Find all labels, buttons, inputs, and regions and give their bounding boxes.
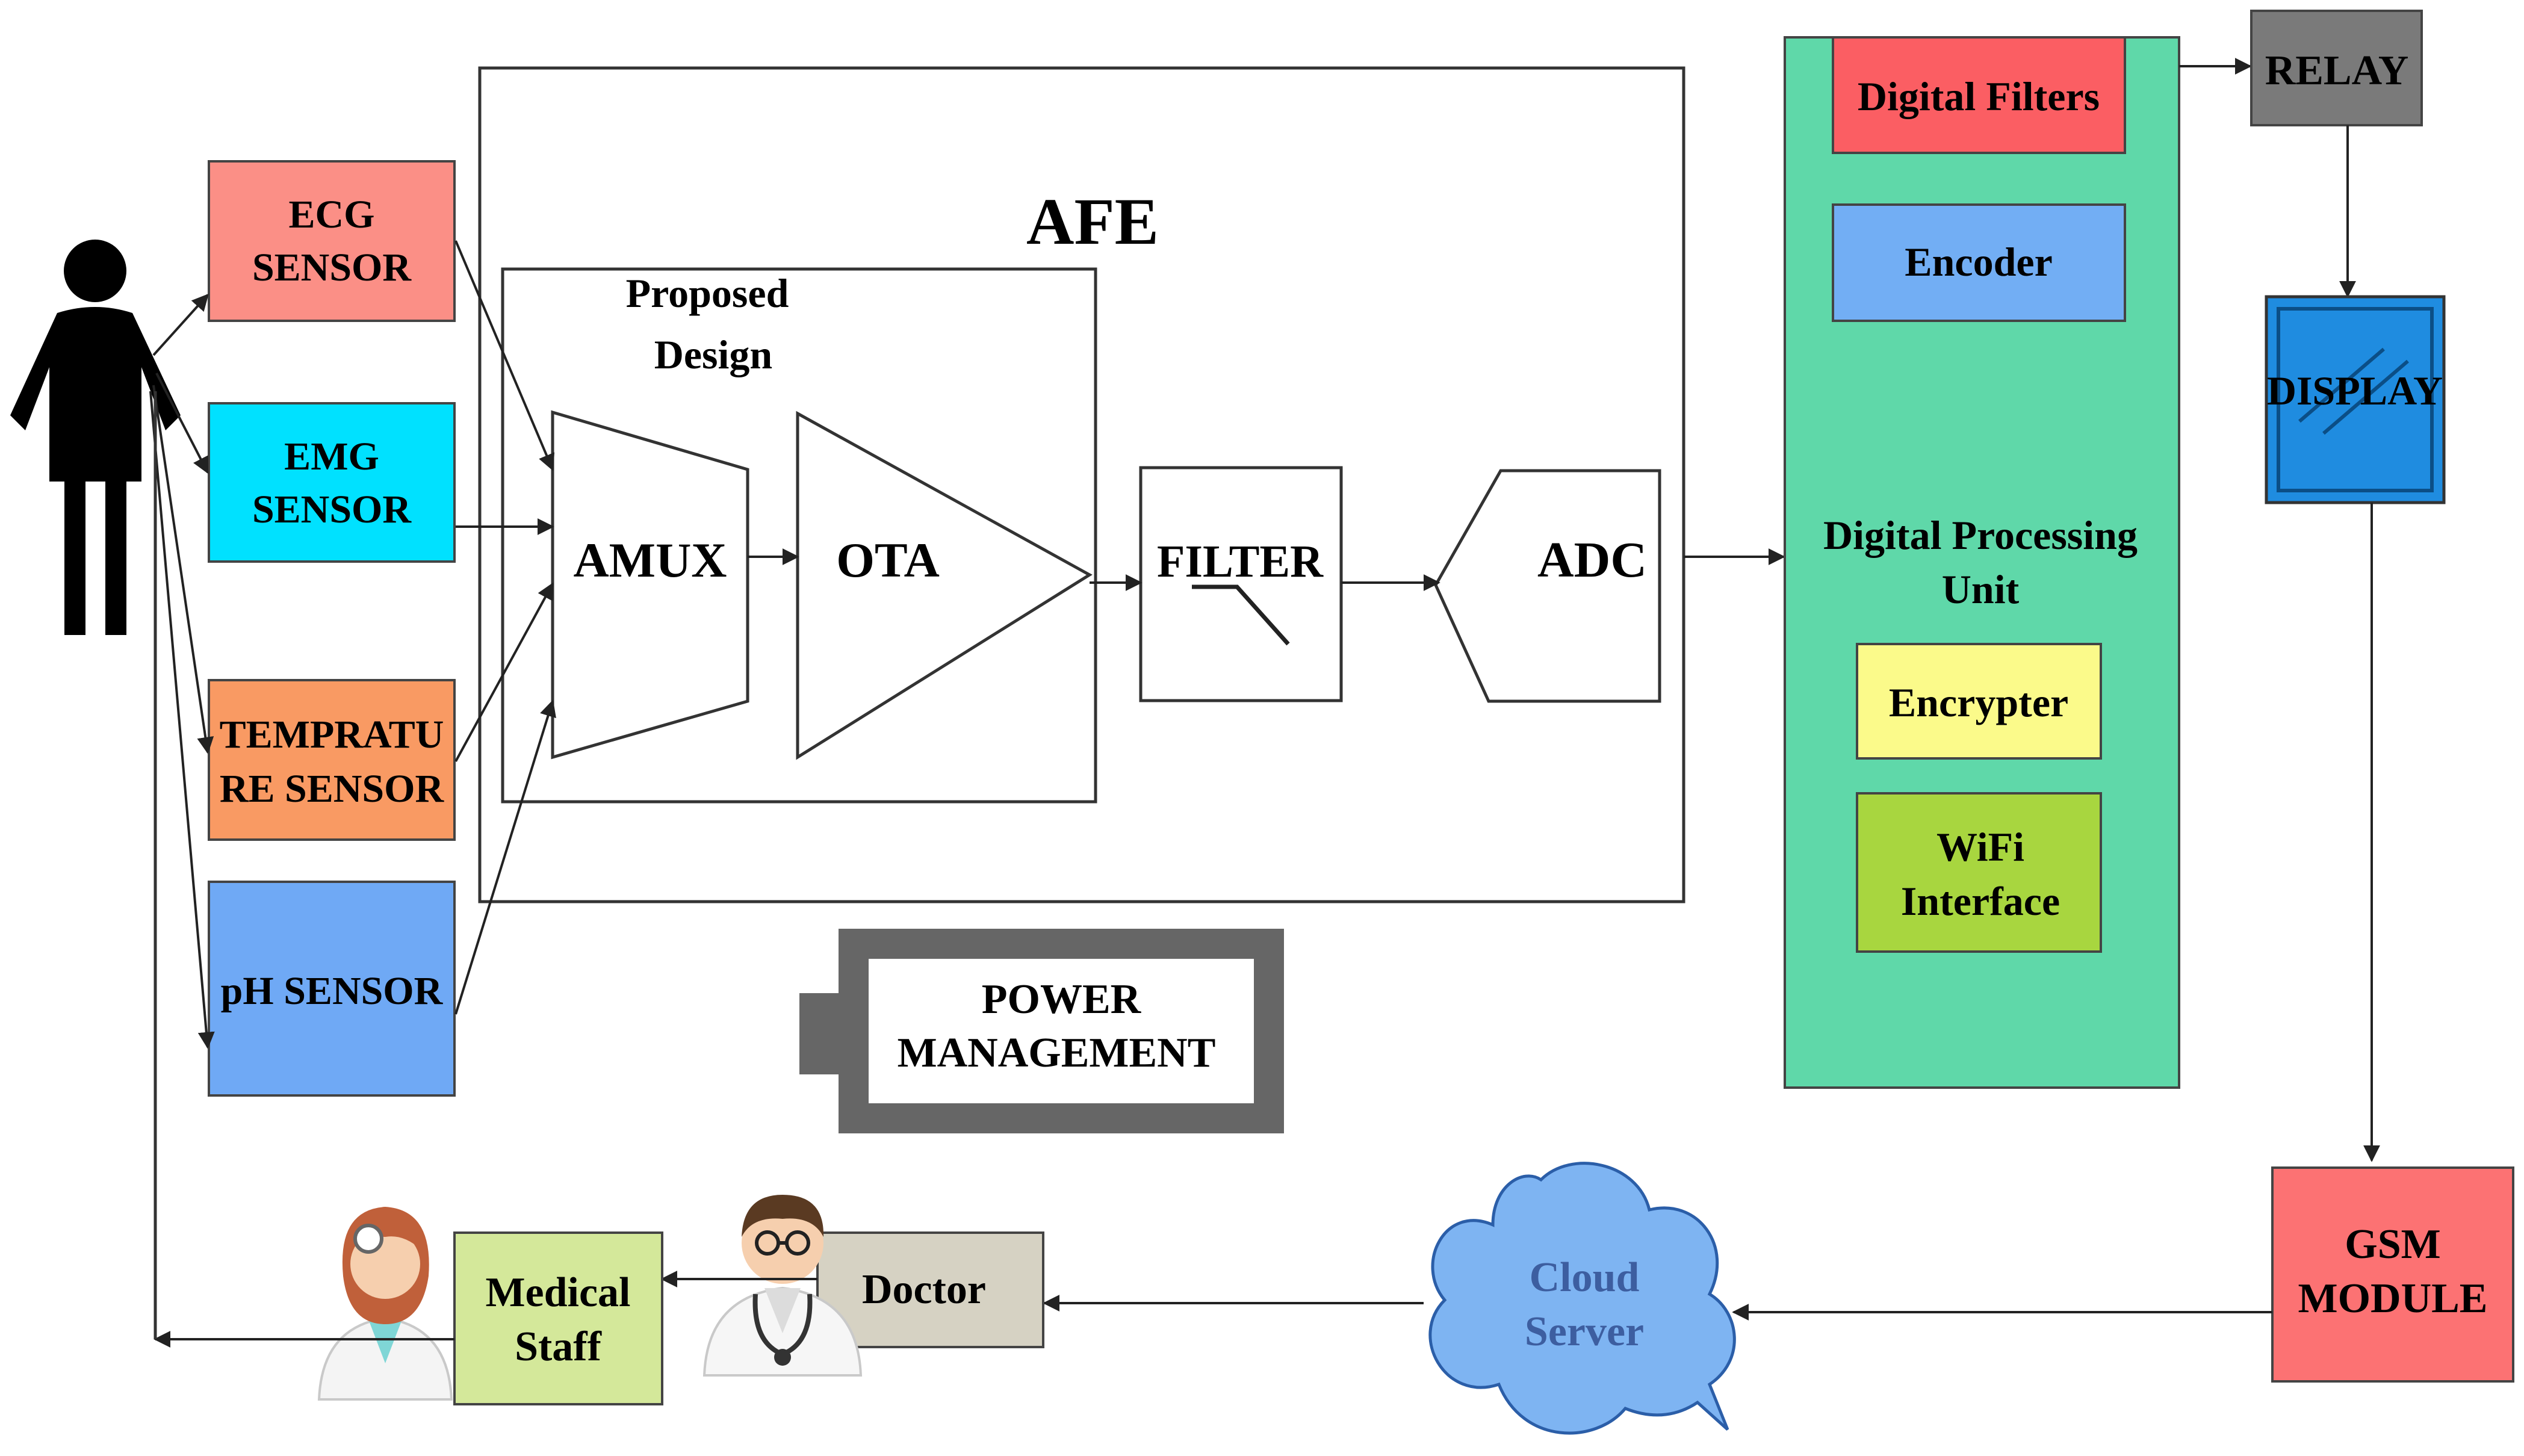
doctor-block: Doctor <box>816 1231 1044 1348</box>
emg-sensor-label-2: SENSOR <box>252 488 412 531</box>
adc-label: ADC <box>1537 532 1647 588</box>
afe-block <box>478 66 1685 903</box>
cloud-server-icon: Cloud Server <box>1428 1162 1736 1435</box>
emg-sensor-block: EMG SENSOR <box>208 402 456 563</box>
gsm-label-1: GSM <box>2345 1221 2440 1268</box>
dpu-title-1: Digital Processing <box>1823 512 2138 558</box>
temperature-sensor-block: TEMPRATU RE SENSOR <box>208 679 456 841</box>
person-to-sensor-arrows <box>149 293 215 1049</box>
ota-label: OTA <box>836 533 940 587</box>
cloud-label-2: Server <box>1525 1309 1644 1355</box>
medical-staff-block: Medical Staff <box>453 1231 663 1405</box>
patient-icon <box>10 240 181 635</box>
proposed-design-block <box>501 267 1097 804</box>
ota-block: OTA <box>796 410 1093 760</box>
display-block: DISPLAY <box>2265 295 2446 504</box>
encrypter-block <box>1856 643 2102 760</box>
digital-filters-block <box>1832 36 2126 154</box>
sensor-to-amux-arrows <box>454 240 556 1015</box>
doctor-avatar-icon <box>702 1195 863 1377</box>
proposed-design-label-2: Design <box>654 332 772 377</box>
adc-block: ADC <box>1434 469 1661 703</box>
encoder-block <box>1832 203 2126 322</box>
filter-block: FILTER <box>1139 466 1343 702</box>
ecg-sensor-block: ECG SENSOR <box>208 160 456 322</box>
ph-sensor-label: pH SENSOR <box>221 969 444 1013</box>
afe-title: AFE <box>1026 185 1159 258</box>
cloud-label-1: Cloud <box>1530 1254 1640 1301</box>
staff-label-1: Medical <box>485 1269 630 1316</box>
staff-label-2: Staff <box>515 1324 602 1370</box>
digital-filters-label: Digital Filters <box>1858 73 2100 119</box>
power-label-2: MANAGEMENT <box>898 1030 1216 1076</box>
wifi-interface-block <box>1856 792 2102 953</box>
wifi-label-1: WiFi <box>1936 824 2024 870</box>
power-label-1: POWER <box>982 976 1142 1023</box>
filter-label: FILTER <box>1157 536 1324 587</box>
ecg-sensor-label-2: SENSOR <box>252 246 412 290</box>
power-management-block: POWER MANAGEMENT <box>799 929 1284 1133</box>
temperature-sensor-label-1: TEMPRATU <box>220 713 444 757</box>
ph-sensor-block: pH SENSOR <box>208 881 456 1097</box>
gsm-label-2: MODULE <box>2298 1275 2488 1322</box>
lowpass-symbol <box>1192 584 1290 646</box>
encoder-label: Encoder <box>1905 239 2053 285</box>
relay-label: RELAY <box>2265 48 2409 94</box>
emg-sensor-label-1: EMG <box>284 435 379 479</box>
digital-processing-unit-block: Digital Filters Encoder Digital Processi… <box>1784 36 2180 1089</box>
dpu-title-2: Unit <box>1942 566 2020 612</box>
proposed-design-label-1: Proposed <box>626 270 789 316</box>
ecg-sensor-label-1: ECG <box>288 193 374 237</box>
doctor-label: Doctor <box>862 1266 986 1313</box>
amux-block: AMUX <box>551 410 749 760</box>
nurse-avatar-icon <box>317 1207 453 1401</box>
temperature-sensor-label-2: RE SENSOR <box>220 767 445 811</box>
encrypter-label: Encrypter <box>1889 680 2068 725</box>
wifi-label-2: Interface <box>1901 878 2060 924</box>
display-label: DISPLAY <box>2267 368 2443 414</box>
amux-label: AMUX <box>573 533 727 587</box>
relay-block: RELAY <box>2250 10 2423 126</box>
gsm-module-block: GSM MODULE <box>2271 1166 2514 1383</box>
